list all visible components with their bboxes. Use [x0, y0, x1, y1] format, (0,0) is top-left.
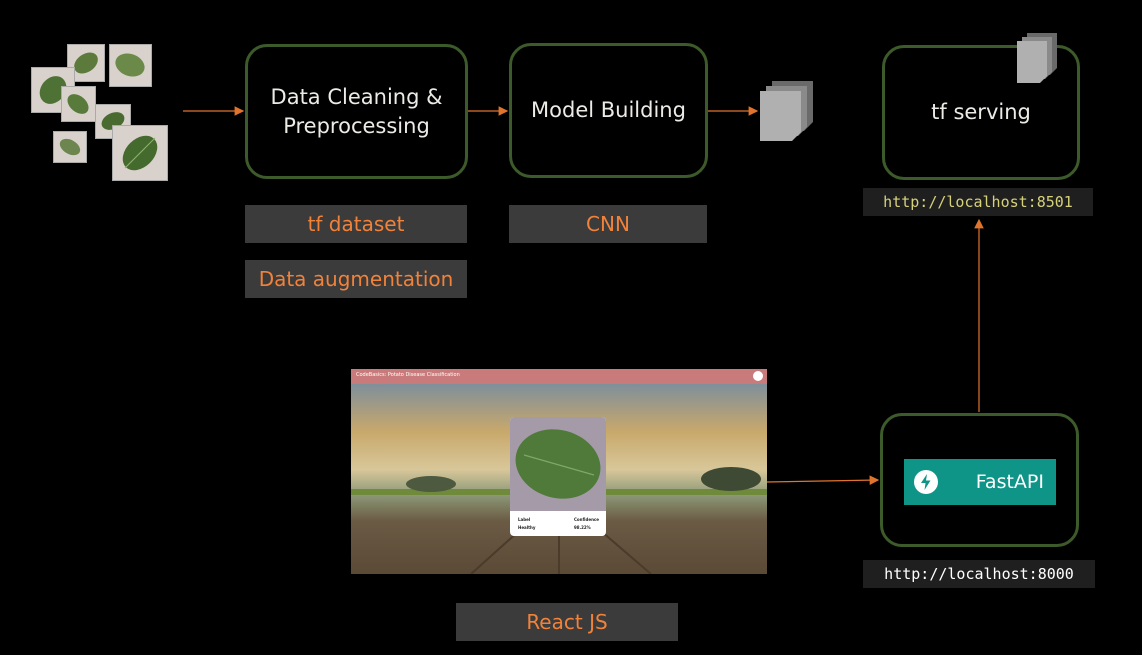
model-building-label: Model Building — [531, 98, 686, 122]
confidence-value: 98.22% — [574, 525, 591, 530]
app-title: CodeBasics: Potato Disease Classificatio… — [356, 372, 460, 378]
confidence-header: Confidence — [574, 517, 600, 522]
app-logo-icon — [753, 371, 763, 381]
react-app-screenshot: CodeBasics: Potato Disease Classificatio… — [351, 369, 767, 574]
data-cleaning-label: Data Cleaning & Preprocessing — [271, 83, 443, 141]
leaf-icon — [115, 53, 145, 77]
label-header: Label — [518, 517, 531, 522]
cnn-tag: CNN — [509, 205, 707, 243]
leaf-thumbnail — [112, 125, 168, 181]
tf-serving-box: tf serving — [882, 45, 1080, 180]
tf-serving-url: http://localhost:8501 — [863, 188, 1093, 216]
fastapi-box — [880, 413, 1079, 547]
leaf-icon — [515, 429, 601, 499]
data-cleaning-line2: Preprocessing — [283, 113, 430, 138]
app-title-bar: CodeBasics: Potato Disease Classificatio… — [351, 369, 767, 384]
label-value: Healthy — [518, 525, 536, 530]
tf-serving-label: tf serving — [931, 100, 1031, 124]
uploaded-leaf-image — [510, 417, 606, 511]
stacked-documents-icon — [760, 81, 813, 141]
fastapi-url: http://localhost:8000 — [863, 560, 1095, 588]
leaf-icon — [122, 135, 158, 171]
leaf-thumbnail — [109, 44, 152, 87]
lightning-bolt-icon — [914, 470, 938, 494]
stacked-documents-icon — [1017, 33, 1057, 83]
prediction-card: Label Confidence Healthy 98.22% — [510, 417, 606, 536]
data-cleaning-box: Data Cleaning & Preprocessing — [245, 44, 468, 179]
leaf-icon — [59, 138, 81, 156]
tf-dataset-tag: tf dataset — [245, 205, 467, 243]
leaf-thumbnail — [53, 131, 87, 163]
data-augmentation-tag: Data augmentation — [245, 260, 467, 298]
fastapi-logo: FastAPI — [904, 459, 1056, 505]
model-building-box: Model Building — [509, 43, 708, 178]
leaf-icon — [39, 76, 67, 104]
field-background-image: Label Confidence Healthy 98.22% — [351, 384, 767, 574]
fastapi-label: FastAPI — [975, 471, 1044, 493]
arrow-react-to-fastapi — [766, 475, 880, 485]
leaf-icon — [67, 94, 89, 114]
data-cleaning-line1: Data Cleaning & — [270, 84, 443, 109]
react-js-tag: React JS — [456, 603, 678, 641]
leaf-icon — [74, 52, 98, 74]
